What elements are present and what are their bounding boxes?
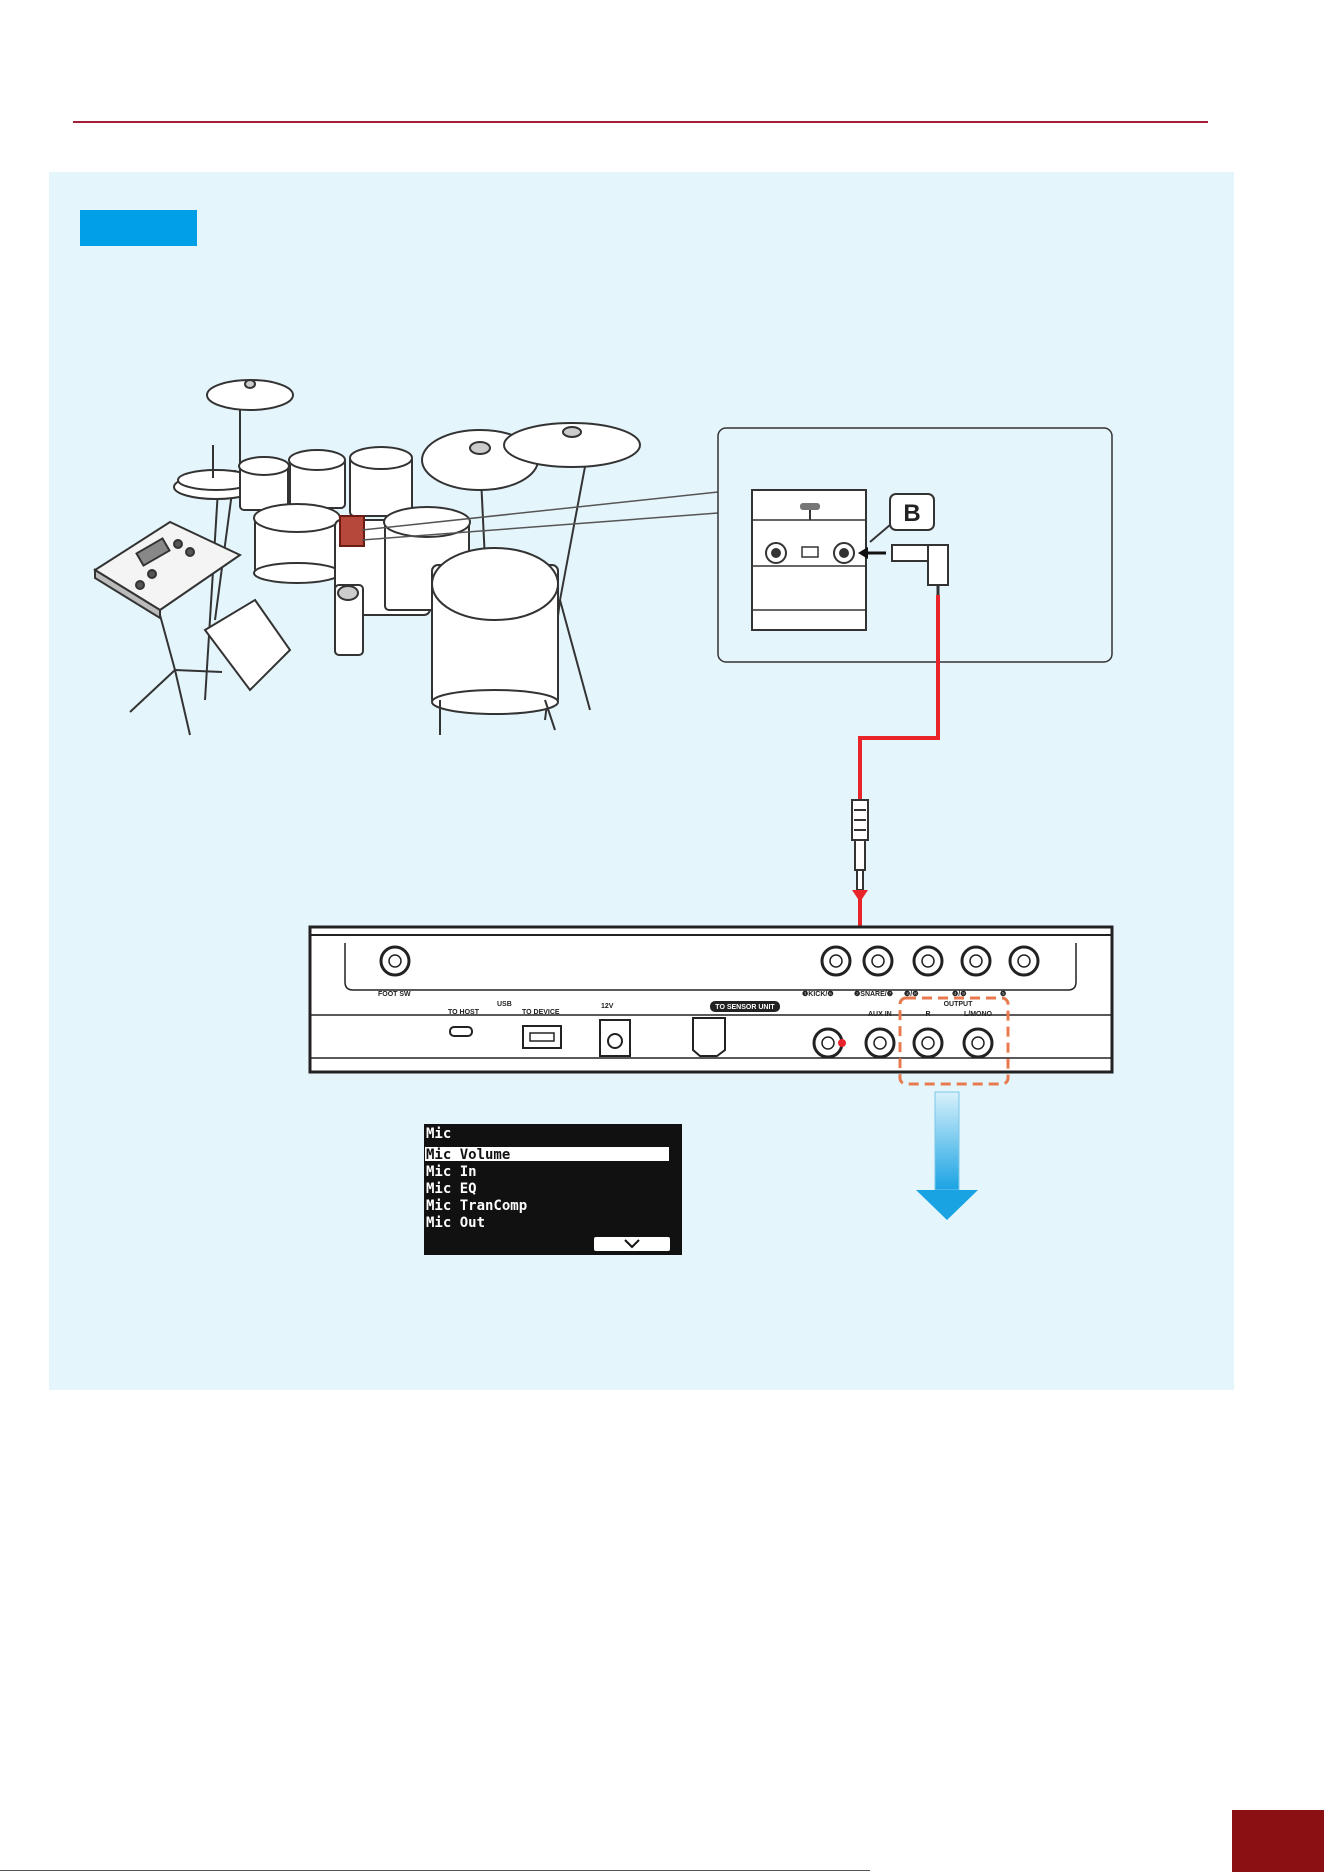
input-label-5: ❺ [1000,990,1006,998]
to-host-label: TO HOST [448,1009,480,1016]
input-label-2: ❷SNARE/❼ [854,990,893,998]
sensor-label: TO SENSOR UNIT [715,1004,775,1011]
output-arrow [916,1092,978,1220]
lcd-menu-item: Mic EQ [426,1181,477,1197]
aux-in-label: AUX IN [868,1011,892,1018]
cable-arrow [852,890,868,902]
lcd-menu-item: Mic In [426,1164,477,1180]
input-jack-core-2 [872,955,884,967]
input-label-3: ❸/❽ [904,990,919,998]
input-jack-core-4 [970,955,982,967]
foot-sw-label: FOOT SW [378,991,411,998]
lcd-menu-item: Mic TranComp [426,1198,527,1214]
trigger-callout: B [718,428,1112,662]
lcd-title: Mic [426,1126,451,1142]
callout-b-text: B [903,500,920,527]
input-jack-core-1 [830,955,842,967]
power-label: 12V [601,1003,614,1010]
lcd-menu-item: Mic Out [426,1215,485,1231]
output-l-label: L/MONO [964,1011,993,1018]
straight-plug [852,800,868,890]
input-label-1: ❶KICK/❻ [802,990,834,998]
footer-rule [0,1870,870,1871]
drum-kit-illustration [174,380,640,735]
module-rear-panel: FOOT SW TO HOST USB TO DEVICE 12V TO SEN… [310,927,1112,1084]
input-jack-core-3 [922,955,934,967]
output-r-label: R [925,1011,930,1018]
usb-label: USB [497,1001,512,1008]
page-number-box [1232,1810,1324,1872]
output-label: OUTPUT [944,1001,974,1008]
to-device-label: TO DEVICE [522,1009,560,1016]
input-label-4: ❹/❾ [952,990,967,998]
input-jack-core-5 [1018,955,1030,967]
lcd-menu-item: Mic Volume [426,1147,510,1163]
